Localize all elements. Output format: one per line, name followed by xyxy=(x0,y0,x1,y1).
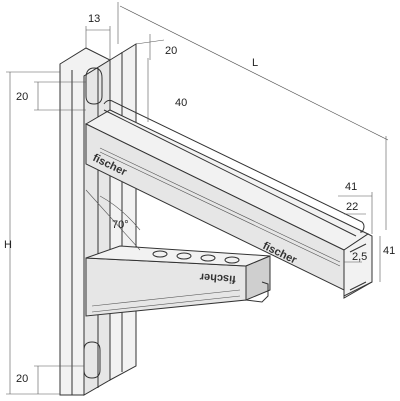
brand-label-bottom: fischer xyxy=(199,270,237,285)
dim-40: 40 xyxy=(175,97,187,109)
bottom-slot xyxy=(83,341,101,379)
dim-20-top: 20 xyxy=(165,45,177,57)
dim-20-bottom: 20 xyxy=(16,373,28,385)
top-slot xyxy=(85,67,103,105)
dim-2-5: 2,5 xyxy=(352,251,367,263)
dim-13: 13 xyxy=(88,13,100,25)
dimension-lines xyxy=(6,2,389,395)
dim-L: L xyxy=(252,57,258,69)
dim-41-right: 41 xyxy=(383,245,395,257)
dim-41-top: 41 xyxy=(345,181,357,193)
dim-angle: 70° xyxy=(112,219,129,231)
dimension-labels: 13 20 20 40 L H 70° 41 22 41 2,5 20 xyxy=(4,13,395,385)
horizontal-arm-rail xyxy=(84,99,373,299)
dim-H: H xyxy=(4,239,12,251)
dim-20-slot: 20 xyxy=(16,91,28,103)
dim-22: 22 xyxy=(346,201,358,213)
diagonal-strut xyxy=(85,245,271,317)
